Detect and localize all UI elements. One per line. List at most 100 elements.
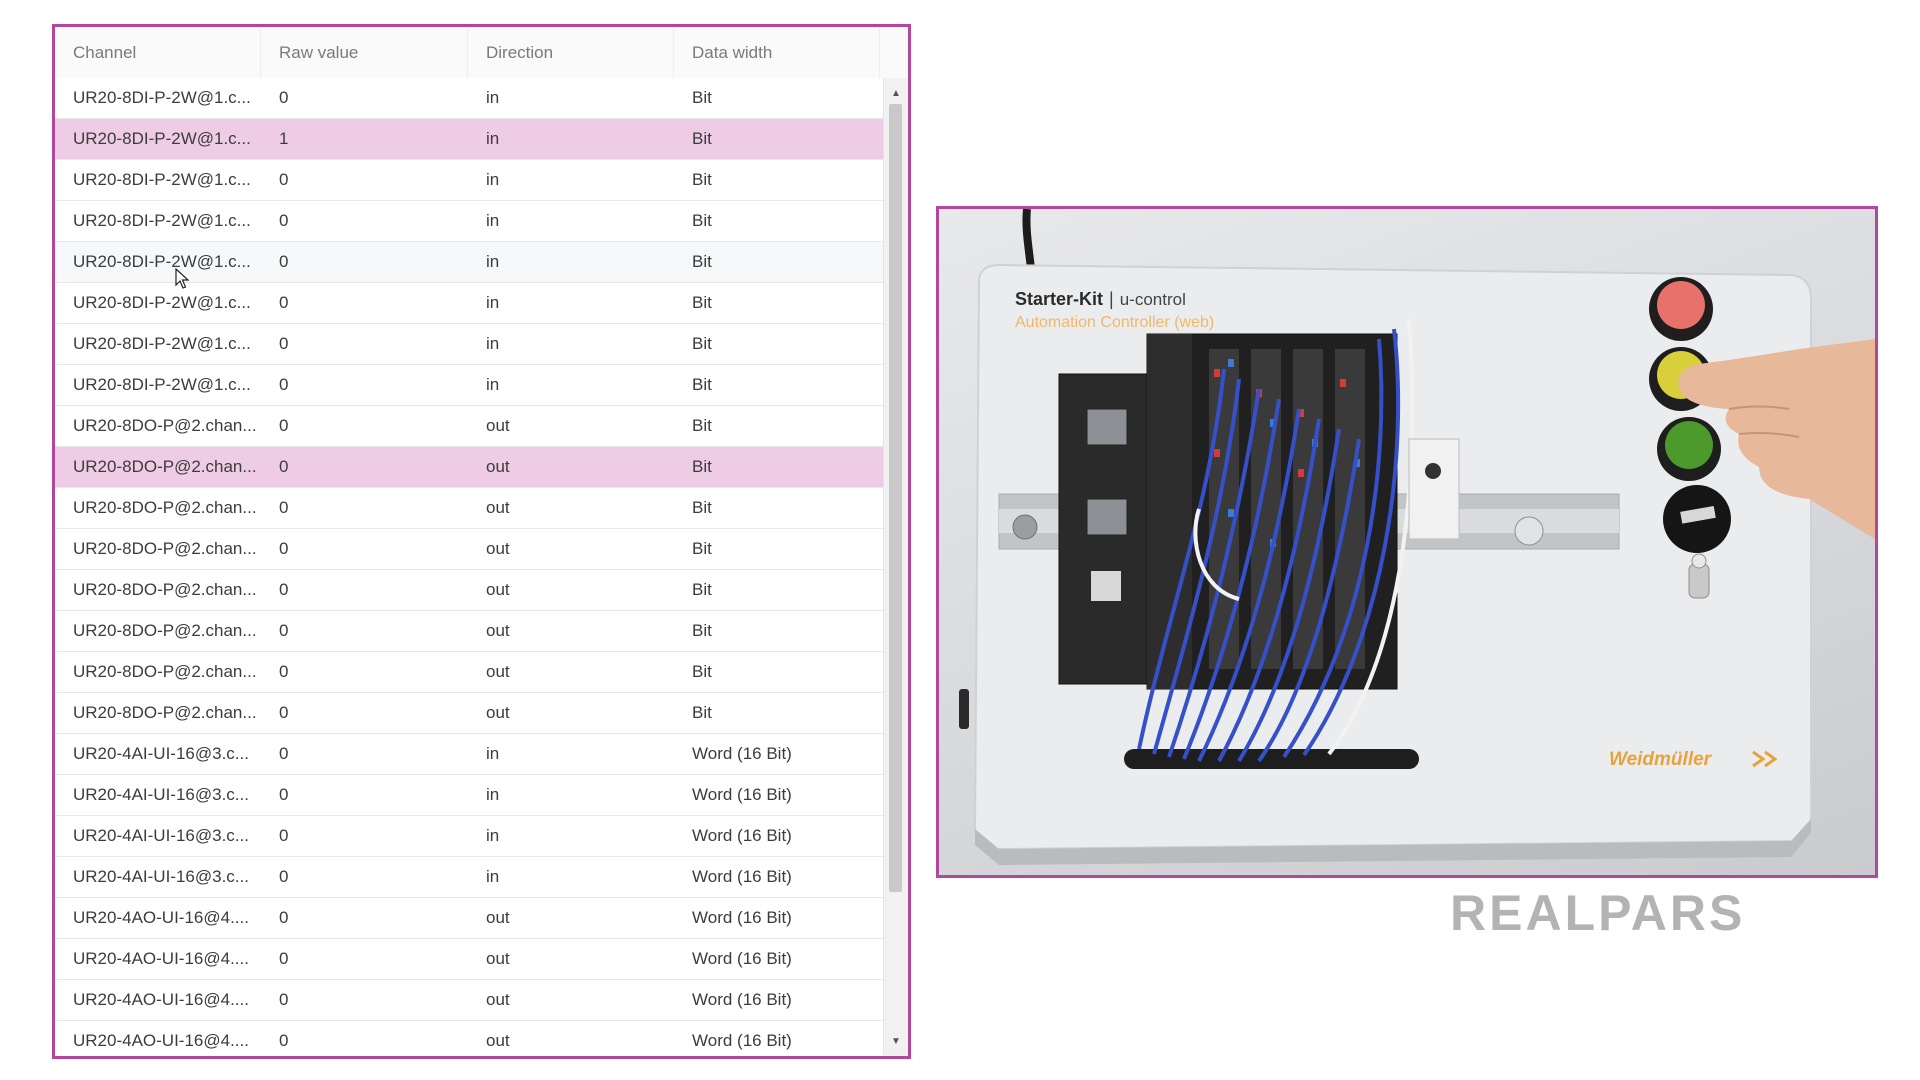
- cell-direction: in: [486, 826, 500, 845]
- cell-channel: UR20-8DO-P@2.chan...: [73, 662, 257, 681]
- cell-channel: UR20-8DO-P@2.chan...: [73, 498, 257, 517]
- kit-tagline: Automation Controller (web): [1015, 314, 1215, 331]
- cell-direction: out: [486, 580, 510, 599]
- cell-direction: out: [486, 949, 510, 968]
- cell-direction: in: [486, 375, 500, 394]
- cell-raw-value: 0: [279, 908, 289, 927]
- cell-raw-value: 0: [279, 498, 289, 517]
- cell-channel: UR20-8DO-P@2.chan...: [73, 539, 257, 558]
- cell-channel: UR20-8DO-P@2.chan...: [73, 580, 257, 599]
- table-row[interactable]: UR20-8DI-P-2W@1.c... 0 in Bit: [55, 160, 884, 201]
- cell-direction: out: [486, 498, 510, 517]
- cell-data-width: Word (16 Bit): [692, 867, 792, 886]
- column-header-raw-value[interactable]: Raw value: [261, 27, 468, 78]
- cell-channel: UR20-8DI-P-2W@1.c...: [73, 375, 251, 394]
- cell-raw-value: 0: [279, 375, 289, 394]
- kit-separator: |: [1109, 289, 1114, 309]
- cell-raw-value: 0: [279, 539, 289, 558]
- cell-direction: in: [486, 129, 500, 148]
- weidmuller-brand: Weidmüller: [1609, 749, 1712, 770]
- cell-channel: UR20-8DO-P@2.chan...: [73, 416, 257, 435]
- vertical-scrollbar[interactable]: ▲ ▼: [883, 78, 908, 1056]
- cell-channel: UR20-4AI-UI-16@3.c...: [73, 826, 249, 845]
- column-header-channel[interactable]: Channel: [55, 27, 261, 78]
- cell-raw-value: 0: [279, 252, 289, 271]
- io-channel-table: Channel Raw value Direction Data width U…: [52, 24, 911, 1059]
- cell-channel: UR20-4AO-UI-16@4....: [73, 990, 249, 1009]
- cell-direction: out: [486, 457, 510, 476]
- cell-data-width: Bit: [692, 580, 712, 599]
- cell-direction: in: [486, 211, 500, 230]
- cell-direction: in: [486, 785, 500, 804]
- cell-data-width: Bit: [692, 457, 712, 476]
- column-header-data-width[interactable]: Data width: [674, 27, 880, 78]
- starter-kit-photo: [959, 209, 1875, 865]
- cell-direction: in: [486, 88, 500, 107]
- scroll-down-icon[interactable]: ▼: [891, 1035, 901, 1047]
- cell-data-width: Bit: [692, 293, 712, 312]
- cell-raw-value: 0: [279, 621, 289, 640]
- cell-channel: UR20-4AI-UI-16@3.c...: [73, 785, 249, 804]
- cell-raw-value: 0: [279, 662, 289, 681]
- cell-channel: UR20-8DI-P-2W@1.c...: [73, 88, 251, 107]
- cell-data-width: Bit: [692, 88, 712, 107]
- cell-raw-value: 0: [279, 826, 289, 845]
- scroll-thumb[interactable]: [889, 104, 902, 892]
- cell-channel: UR20-8DI-P-2W@1.c...: [73, 211, 251, 230]
- cell-raw-value: 1: [279, 129, 289, 148]
- cell-channel: UR20-8DI-P-2W@1.c...: [73, 170, 251, 189]
- cell-raw-value: 0: [279, 170, 289, 189]
- cell-direction: out: [486, 416, 510, 435]
- cell-channel: UR20-8DO-P@2.chan...: [73, 457, 257, 476]
- cell-raw-value: 0: [279, 293, 289, 312]
- cell-direction: out: [486, 990, 510, 1009]
- scroll-up-icon[interactable]: ▲: [891, 87, 901, 99]
- table-header: Channel Raw value Direction Data width: [55, 27, 908, 79]
- cell-direction: out: [486, 662, 510, 681]
- cell-data-width: Bit: [692, 170, 712, 189]
- table-row[interactable]: UR20-8DI-P-2W@1.c... 0 in Bit: [55, 78, 884, 119]
- column-header-direction[interactable]: Direction: [468, 27, 674, 78]
- cell-direction: in: [486, 334, 500, 353]
- starter-kit-video: Starter-Kit|u-control Automation Control…: [936, 206, 1878, 878]
- cell-raw-value: 0: [279, 744, 289, 763]
- cell-raw-value: 0: [279, 88, 289, 107]
- cell-data-width: Word (16 Bit): [692, 744, 792, 763]
- cell-data-width: Bit: [692, 621, 712, 640]
- cell-channel: UR20-4AI-UI-16@3.c...: [73, 867, 249, 886]
- cell-raw-value: 0: [279, 867, 289, 886]
- cell-data-width: Word (16 Bit): [692, 1031, 792, 1050]
- cell-raw-value: 0: [279, 785, 289, 804]
- cell-data-width: Word (16 Bit): [692, 949, 792, 968]
- cell-data-width: Word (16 Bit): [692, 990, 792, 1009]
- cell-channel: UR20-4AI-UI-16@3.c...: [73, 744, 249, 763]
- cell-channel: UR20-4AO-UI-16@4....: [73, 908, 249, 927]
- cell-raw-value: 0: [279, 703, 289, 722]
- cell-raw-value: 0: [279, 211, 289, 230]
- cell-direction: in: [486, 170, 500, 189]
